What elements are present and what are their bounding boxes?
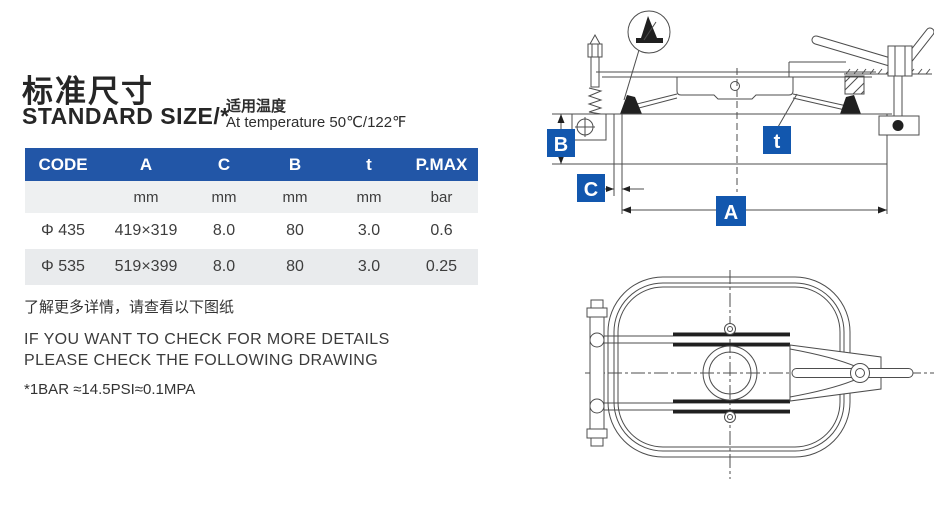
unit-cell: bar <box>430 188 453 206</box>
manway-side-view-drawing: B C A t <box>544 2 934 242</box>
hinge-assembly <box>586 299 608 447</box>
more-details-note-english-line1: IF YOU WANT TO CHECK FOR MORE DETAILS <box>24 331 390 348</box>
col-header-a: A <box>139 154 153 174</box>
unit-cell: mm <box>133 188 159 206</box>
cover-lid <box>596 71 876 111</box>
bar-conversion-note: *1BAR ≈14.5PSI≈0.1MPA <box>24 381 196 398</box>
dimension-label-b: B <box>554 134 568 156</box>
top-view-svg <box>585 270 934 479</box>
cell-code: Φ 535 <box>41 258 85 275</box>
cell-c: 8.0 <box>212 222 236 239</box>
dimension-label-a: A <box>724 202 738 224</box>
dimension-c: C <box>577 174 644 202</box>
cell-pmax: 0.25 <box>425 258 458 275</box>
col-header-b: B <box>288 154 302 174</box>
page-title-english: STANDARD SIZE/* <box>22 103 230 129</box>
table-header-row: CODE A C B t P.MAX <box>25 148 478 181</box>
unit-cell: mm <box>211 188 237 206</box>
temperature-note-chinese: 适用温度 <box>226 98 287 115</box>
standard-size-table: CODE A C B t P.MAX mm mm mm mm bar Φ 435… <box>25 148 478 285</box>
temperature-note-english: At temperature 50℃/122℉ <box>226 114 407 131</box>
gasket-detail-callout <box>623 10 671 101</box>
side-view-svg: B C A t <box>547 10 934 226</box>
dimension-label-c: C <box>584 179 598 201</box>
table-row: Φ 535 519×399 8.0 80 3.0 0.25 <box>25 249 478 285</box>
cell-c: 8.0 <box>212 258 236 275</box>
more-details-note-chinese: 了解更多详情，请查看以下图纸 <box>24 299 235 316</box>
center-port <box>702 345 758 401</box>
col-header-code: CODE <box>38 154 88 174</box>
table-row: Φ 435 419×319 8.0 80 3.0 0.6 <box>25 213 478 249</box>
dimension-t: t <box>763 93 798 154</box>
cell-a: 519×399 <box>114 258 178 275</box>
unit-cell: mm <box>356 188 382 206</box>
tank-shell <box>552 68 892 214</box>
cell-t: 3.0 <box>357 258 381 275</box>
cell-b: 80 <box>286 258 304 275</box>
dimension-label-t: t <box>774 131 781 153</box>
page-title-chinese: 标准尺寸 <box>22 74 154 109</box>
cell-t: 3.0 <box>357 222 381 239</box>
cell-code: Φ 435 <box>41 222 85 239</box>
col-header-c: C <box>217 154 231 174</box>
more-details-note-english-line2: PLEASE CHECK THE FOLLOWING DRAWING <box>24 352 379 369</box>
table-units-row: mm mm mm mm bar <box>25 181 478 213</box>
cell-b: 80 <box>286 222 304 239</box>
dimension-a: A <box>622 196 887 226</box>
gasket-left <box>620 95 642 114</box>
col-header-pmax: P.MAX <box>415 154 468 174</box>
dimension-b: B <box>547 114 575 164</box>
clamp-bars <box>604 323 790 423</box>
handle-bracket <box>789 344 914 402</box>
hinge-bolt <box>571 33 607 141</box>
cell-a: 419×319 <box>114 222 178 239</box>
col-header-t: t <box>366 154 372 174</box>
cell-pmax: 0.6 <box>430 222 453 239</box>
clamp-handwheel <box>788 27 934 136</box>
gasket-right <box>840 95 861 114</box>
manway-top-view-drawing <box>585 263 934 510</box>
unit-cell: mm <box>282 188 308 206</box>
